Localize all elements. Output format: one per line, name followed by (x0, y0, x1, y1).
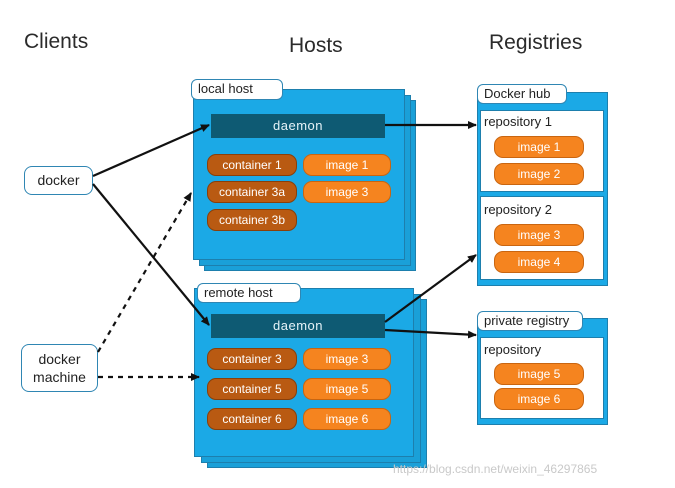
private-registry-title: private registry (477, 311, 583, 331)
docker-client: docker (24, 166, 93, 195)
remote-image-5: image 5 (303, 378, 391, 400)
arrow-docker-to-local-daemon (92, 123, 210, 178)
remote-daemon: daemon (211, 314, 385, 338)
docker-hub-title: Docker hub (477, 84, 567, 104)
local-daemon: daemon (211, 114, 385, 138)
clients-column-title: Clients (24, 30, 89, 53)
arrow-docker-to-remote-daemon (92, 183, 210, 326)
hub-repo1-image-2: image 2 (494, 163, 584, 185)
private-image-6: image 6 (494, 388, 584, 410)
hub-repo2-image-3: image 3 (494, 224, 584, 246)
docker-machine-line-2: machine (33, 369, 86, 385)
local-container-3b: container 3b (207, 209, 297, 231)
remote-container-5: container 5 (207, 378, 297, 400)
watermark: https://blog.csdn.net/weixin_46297865 (393, 462, 598, 476)
hub-repo2-image-4: image 4 (494, 251, 584, 273)
arrow-remote-daemon-to-docker-hub (384, 254, 477, 323)
local-image-1: image 1 (303, 154, 391, 176)
arrow-remote-daemon-to-private-registry (384, 328, 477, 339)
private-repository-label: repository (484, 342, 542, 357)
docker-machine-line-1: docker (38, 351, 81, 367)
remote-image-3: image 3 (303, 348, 391, 370)
docker-machine-client: docker machine (21, 344, 98, 392)
hub-repo1-image-1: image 1 (494, 136, 584, 158)
hosts-column-title: Hosts (289, 34, 343, 57)
remote-image-6: image 6 (303, 408, 391, 430)
local-container-3a: container 3a (207, 181, 297, 203)
local-image-3: image 3 (303, 181, 391, 203)
repository-1-label: repository 1 (484, 114, 552, 129)
arrow-machine-to-local-host (97, 192, 192, 353)
private-image-5: image 5 (494, 363, 584, 385)
registries-column-title: Registries (489, 31, 583, 54)
remote-container-3: container 3 (207, 348, 297, 370)
local-host-title: local host (191, 79, 283, 100)
repository-2-label: repository 2 (484, 202, 552, 217)
local-container-1: container 1 (207, 154, 297, 176)
remote-host-title: remote host (197, 283, 301, 303)
remote-container-6: container 6 (207, 408, 297, 430)
